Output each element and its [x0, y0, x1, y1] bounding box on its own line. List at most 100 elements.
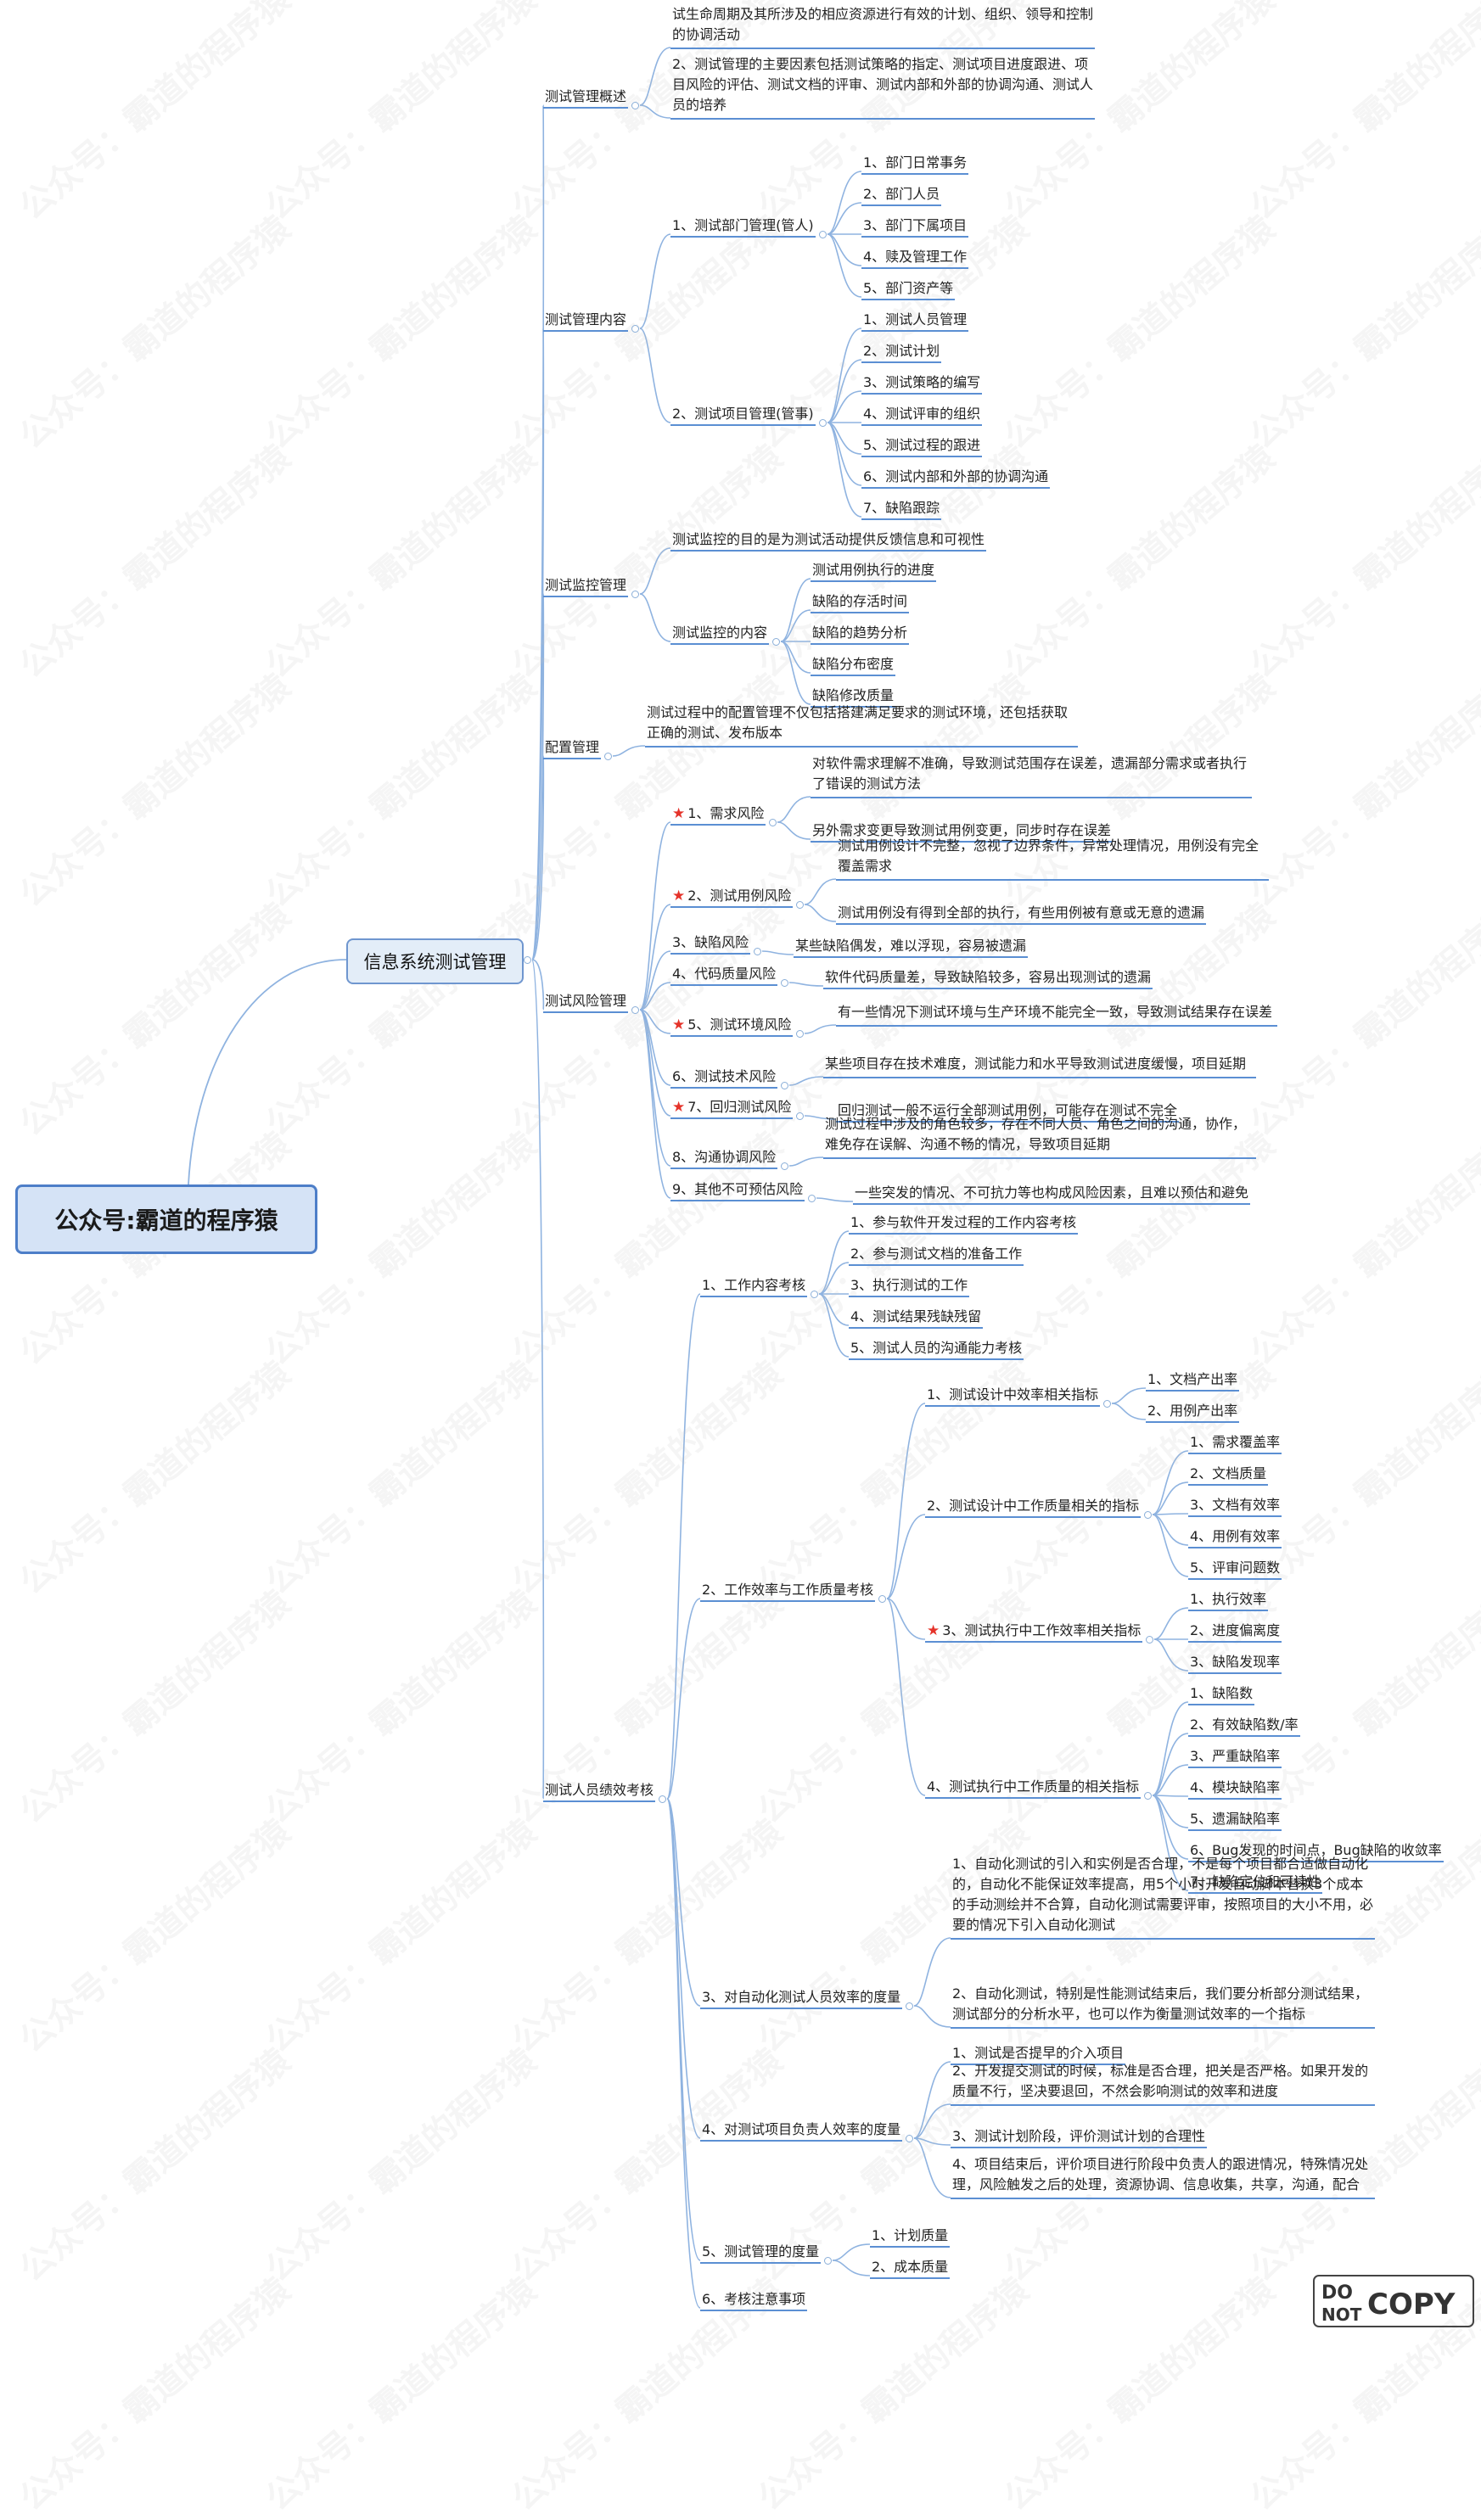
topic-0-1[interactable]: 2、测试管理的主要因素包括测试策略的指定、测试项目进度跟进、项目风险的评估、测试…	[670, 54, 1095, 120]
topic-5-0-1[interactable]: 2、参与测试文档的准备工作	[849, 1244, 1024, 1266]
topic-5-1-3-1[interactable]: 2、有效缺陷数/率	[1188, 1715, 1300, 1737]
topic-5-4[interactable]: 5、测试管理的度量	[700, 2242, 822, 2264]
topic-4-6-0[interactable]: 回归测试一般不运行全部测试用例，可能存在测试不完全	[836, 1100, 1180, 1123]
collapse-toggle-icon[interactable]	[524, 956, 531, 964]
topic-5-5[interactable]: 6、考核注意事项	[700, 2289, 808, 2311]
topic-5-1-1-2[interactable]: 3、文档有效率	[1188, 1495, 1282, 1517]
topic-4-5[interactable]: 6、测试技术风险	[670, 1067, 778, 1089]
collapse-toggle-icon[interactable]	[781, 979, 788, 987]
collapse-toggle-icon[interactable]	[796, 1030, 804, 1038]
topic-1-1-2[interactable]: 3、测试策略的编写	[861, 372, 983, 395]
topic-5-3-0[interactable]: 1、测试是否提早的介入项目	[951, 2043, 1126, 2065]
topic-5-1-0[interactable]: 1、测试设计中效率相关指标	[925, 1385, 1101, 1407]
topic-4-1-1[interactable]: 测试用例没有得到全部的执行，有些用例被有意或无意的遗漏	[836, 903, 1207, 925]
topic-2-1-0[interactable]: 测试用例执行的进度	[811, 560, 937, 582]
collapse-toggle-icon[interactable]	[819, 231, 827, 238]
collapse-toggle-icon[interactable]	[796, 901, 804, 909]
topic-5-1-3-3[interactable]: 4、模块缺陷率	[1188, 1778, 1282, 1800]
topic-2[interactable]: 测试监控管理	[543, 575, 629, 597]
topic-4-7-0[interactable]: 测试过程中涉及的角色较多，存在不同人员、角色之间的沟通，协作，难免存在误解、沟通…	[823, 1114, 1256, 1159]
collapse-toggle-icon[interactable]	[906, 2002, 913, 2010]
topic-4-8[interactable]: 9、其他不可预估风险	[670, 1179, 805, 1201]
topic-4-7[interactable]: 8、沟通协调风险	[670, 1147, 778, 1169]
collapse-toggle-icon[interactable]	[824, 2257, 832, 2265]
topic-2-1[interactable]: 测试监控的内容	[670, 623, 770, 645]
collapse-toggle-icon[interactable]	[1144, 1511, 1152, 1519]
topic-5-1-2-0[interactable]: 1、执行效率	[1188, 1589, 1269, 1611]
topic-5-1-2-1[interactable]: 2、进度偏离度	[1188, 1621, 1282, 1643]
topic-5-1-0-1[interactable]: 2、用例产出率	[1146, 1401, 1240, 1423]
topic-5-3[interactable]: 4、对测试项目负责人效率的度量	[700, 2120, 903, 2142]
topic-1-1-5[interactable]: 6、测试内部和外部的协调沟通	[861, 467, 1051, 489]
topic-1-1-3[interactable]: 4、测试评审的组织	[861, 404, 983, 426]
topic-5[interactable]: 测试人员绩效考核	[543, 1780, 656, 1802]
collapse-toggle-icon[interactable]	[811, 1291, 818, 1298]
topic-5-3-1[interactable]: 2、开发提交测试的时候，标准是否合理，把关是否严格。如果开发的质量不行，坚决要退…	[951, 2061, 1375, 2106]
collapse-toggle-icon[interactable]	[1103, 1400, 1111, 1408]
topic-5-1-1-4[interactable]: 5、评审问题数	[1188, 1558, 1282, 1580]
collapse-toggle-icon[interactable]	[631, 1006, 639, 1014]
topic-4-8-0[interactable]: 一些突发的情况、不可抗力等也构成风险因素，且难以预估和避免	[853, 1183, 1251, 1205]
topic-1-0-3[interactable]: 4、赎及管理工作	[861, 247, 969, 269]
topic-4-0-1[interactable]: 另外需求变更导致测试用例变更，同步时存在误差	[811, 820, 1114, 843]
collapse-toggle-icon[interactable]	[631, 591, 639, 598]
topic-1-1-4[interactable]: 5、测试过程的跟进	[861, 435, 983, 457]
topic-4-3[interactable]: 4、代码质量风险	[670, 964, 778, 986]
topic-5-4-0[interactable]: 1、计划质量	[870, 2226, 951, 2248]
topic-5-1-2-2[interactable]: 3、缺陷发现率	[1188, 1652, 1282, 1674]
collapse-toggle-icon[interactable]	[796, 1112, 804, 1120]
topic-5-0-3[interactable]: 4、测试结果残缺残留	[849, 1307, 984, 1329]
topic-4-0-0[interactable]: 对软件需求理解不准确，导致测试范围存在误差，遗漏部分需求或者执行了错误的测试方法	[811, 753, 1252, 798]
main-topic-node[interactable]: 信息系统测试管理	[346, 938, 524, 984]
topic-5-0-4[interactable]: 5、测试人员的沟通能力考核	[849, 1338, 1024, 1360]
topic-4-1[interactable]: ★2、测试用例风险	[670, 886, 794, 908]
topic-5-1-3-5[interactable]: 6、Bug发现的时间点，Bug缺陷的收敛率	[1188, 1840, 1444, 1862]
topic-5-1-1[interactable]: 2、测试设计中工作质量相关的指标	[925, 1496, 1142, 1518]
topic-1-0-1[interactable]: 2、部门人员	[861, 184, 942, 206]
collapse-toggle-icon[interactable]	[754, 948, 761, 955]
collapse-toggle-icon[interactable]	[781, 1082, 788, 1089]
topic-5-3-3[interactable]: 4、项目结束后，评价项目进行阶段中负责人的跟进情况，特殊情况处理，风险触发之后的…	[951, 2154, 1375, 2199]
topic-5-1-3[interactable]: 4、测试执行中工作质量的相关指标	[925, 1777, 1142, 1799]
topic-1-1[interactable]: 2、测试项目管理(管事)	[670, 404, 816, 426]
collapse-toggle-icon[interactable]	[808, 1195, 816, 1202]
collapse-toggle-icon[interactable]	[1144, 1792, 1152, 1800]
topic-0[interactable]: 测试管理概述	[543, 87, 629, 109]
collapse-toggle-icon[interactable]	[659, 1795, 666, 1803]
collapse-toggle-icon[interactable]	[1146, 1636, 1153, 1644]
topic-5-1-3-0[interactable]: 1、缺陷数	[1188, 1683, 1255, 1705]
collapse-toggle-icon[interactable]	[906, 2135, 913, 2142]
topic-4-2-0[interactable]: 某些缺陷偶发，难以浮现，容易被遗漏	[794, 936, 1029, 958]
topic-4-0[interactable]: ★1、需求风险	[670, 804, 766, 826]
collapse-toggle-icon[interactable]	[631, 325, 639, 333]
topic-5-2-1[interactable]: 2、自动化测试，特别是性能测试结束后，我们要分析部分测试结果，测试部分的分析水平…	[951, 1984, 1375, 2029]
topic-5-3-2[interactable]: 3、测试计划阶段，评价测试计划的合理性	[951, 2126, 1208, 2148]
topic-2-1-1[interactable]: 缺陷的存活时间	[811, 591, 910, 613]
topic-1-0-2[interactable]: 3、部门下属项目	[861, 216, 969, 238]
topic-3-0[interactable]: 测试过程中的配置管理不仅包括搭建满足要求的测试环境，还包括获取正确的测试、发布版…	[645, 703, 1078, 748]
topic-5-0-2[interactable]: 3、执行测试的工作	[849, 1275, 970, 1297]
topic-2-0[interactable]: 测试监控的目的是为测试活动提供反馈信息和可视性	[670, 529, 987, 552]
topic-4-1-0[interactable]: 测试用例设计不完整，忽视了边界条件，异常处理情况，用例没有完全覆盖需求	[836, 836, 1269, 881]
topic-1-1-0[interactable]: 1、测试人员管理	[861, 310, 969, 332]
topic-5-4-1[interactable]: 2、成本质量	[870, 2257, 951, 2279]
topic-1-0-0[interactable]: 1、部门日常事务	[861, 153, 969, 175]
topic-2-1-4[interactable]: 缺陷修改质量	[811, 686, 896, 708]
topic-2-1-2[interactable]: 缺陷的趋势分析	[811, 623, 910, 645]
topic-4-6[interactable]: ★7、回归测试风险	[670, 1097, 794, 1119]
topic-4[interactable]: 测试风险管理	[543, 991, 629, 1013]
collapse-toggle-icon[interactable]	[769, 819, 777, 826]
topic-4-4[interactable]: ★5、测试环境风险	[670, 1015, 794, 1037]
topic-1-0[interactable]: 1、测试部门管理(管人)	[670, 216, 816, 238]
topic-4-5-0[interactable]: 某些项目存在技术难度，测试能力和水平导致测试进度缓慢，项目延期	[823, 1054, 1256, 1078]
topic-5-2[interactable]: 3、对自动化测试人员效率的度量	[700, 1987, 903, 2009]
topic-5-1-0-0[interactable]: 1、文档产出率	[1146, 1369, 1240, 1392]
topic-5-1-3-4[interactable]: 5、遗漏缺陷率	[1188, 1809, 1282, 1831]
root-node[interactable]: 公众号:霸道的程序猿	[15, 1184, 317, 1254]
topic-5-0[interactable]: 1、工作内容考核	[700, 1275, 808, 1297]
topic-5-2-0[interactable]: 1、自动化测试的引入和实例是否合理，不是每个项目都合适做自动化的，自动化不能保证…	[951, 1854, 1375, 1940]
topic-5-1-1-1[interactable]: 2、文档质量	[1188, 1464, 1269, 1486]
collapse-toggle-icon[interactable]	[819, 419, 827, 427]
topic-5-1-3-2[interactable]: 3、严重缺陷率	[1188, 1746, 1282, 1768]
topic-2-1-3[interactable]: 缺陷分布密度	[811, 654, 896, 676]
